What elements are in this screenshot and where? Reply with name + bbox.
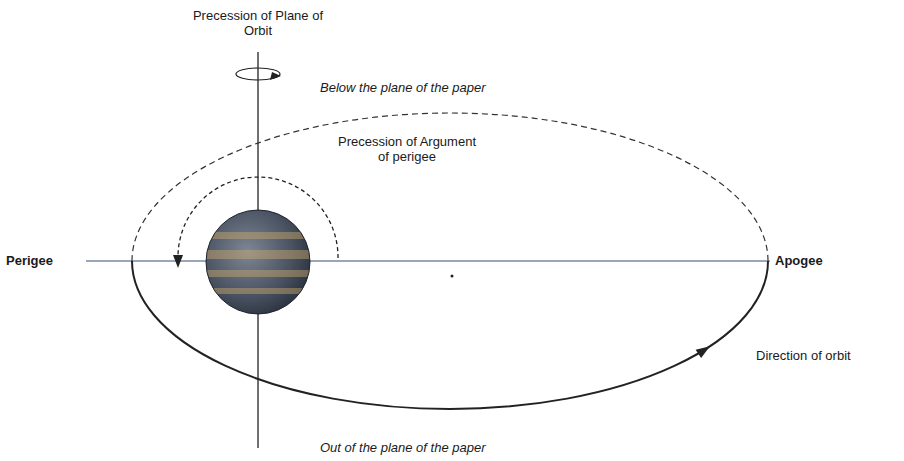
- orbit-far-half: [132, 113, 768, 261]
- earth-outline: [206, 210, 310, 314]
- precession-loop: [236, 68, 280, 80]
- note-label: Out of the plane of the paper: [320, 440, 486, 455]
- perigee-precession-label: Precession of Argument of perigee: [332, 134, 482, 164]
- center-dot: [451, 275, 454, 278]
- plane-precession-label: Precession of Plane of Orbit: [183, 8, 333, 38]
- earth: [206, 210, 310, 314]
- note-label: Below the plane of the paper: [320, 80, 486, 95]
- direction-label: Direction of orbit: [756, 348, 851, 363]
- earth-bands: [200, 232, 320, 294]
- arrowhead: [270, 72, 281, 80]
- apogee-label: Apogee: [775, 253, 823, 268]
- apse-line: [86, 260, 770, 261]
- perigee-label: Perigee: [6, 253, 53, 268]
- direction-arrowhead: [696, 346, 710, 358]
- arrowhead: [173, 255, 183, 268]
